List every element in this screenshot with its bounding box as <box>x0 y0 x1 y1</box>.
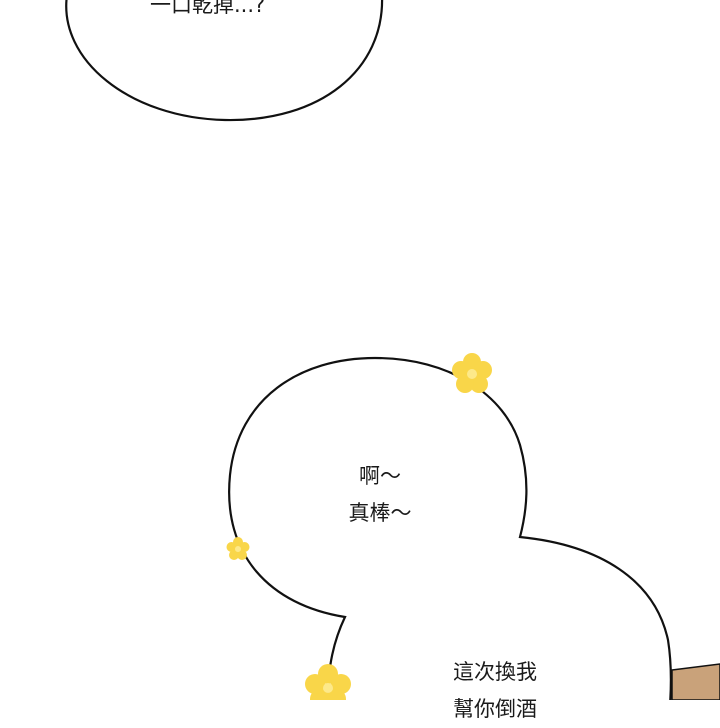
speech-line: 這次換我 <box>453 660 537 684</box>
wood-edge <box>671 663 720 700</box>
speech-text-middle: 啊～ 真棒～ <box>320 458 440 532</box>
speech-line: 啊～ <box>359 464 401 488</box>
speech-line: 一口乾掉...? <box>150 0 266 17</box>
comic-panel <box>65 0 720 700</box>
speech-bubble-cloud <box>228 356 672 700</box>
flower-icon-small <box>226 537 250 560</box>
speech-text-top: 一口乾掉...? <box>150 0 265 24</box>
speech-bubble-top <box>65 0 384 122</box>
speech-line: 真棒～ <box>348 501 412 525</box>
speech-line: 幫你倒酒 <box>453 697 537 721</box>
flower-icon-bottom <box>305 664 351 700</box>
speech-text-bottom: 這次換我 幫你倒酒 <box>415 654 575 728</box>
flower-icon-large <box>452 353 492 393</box>
